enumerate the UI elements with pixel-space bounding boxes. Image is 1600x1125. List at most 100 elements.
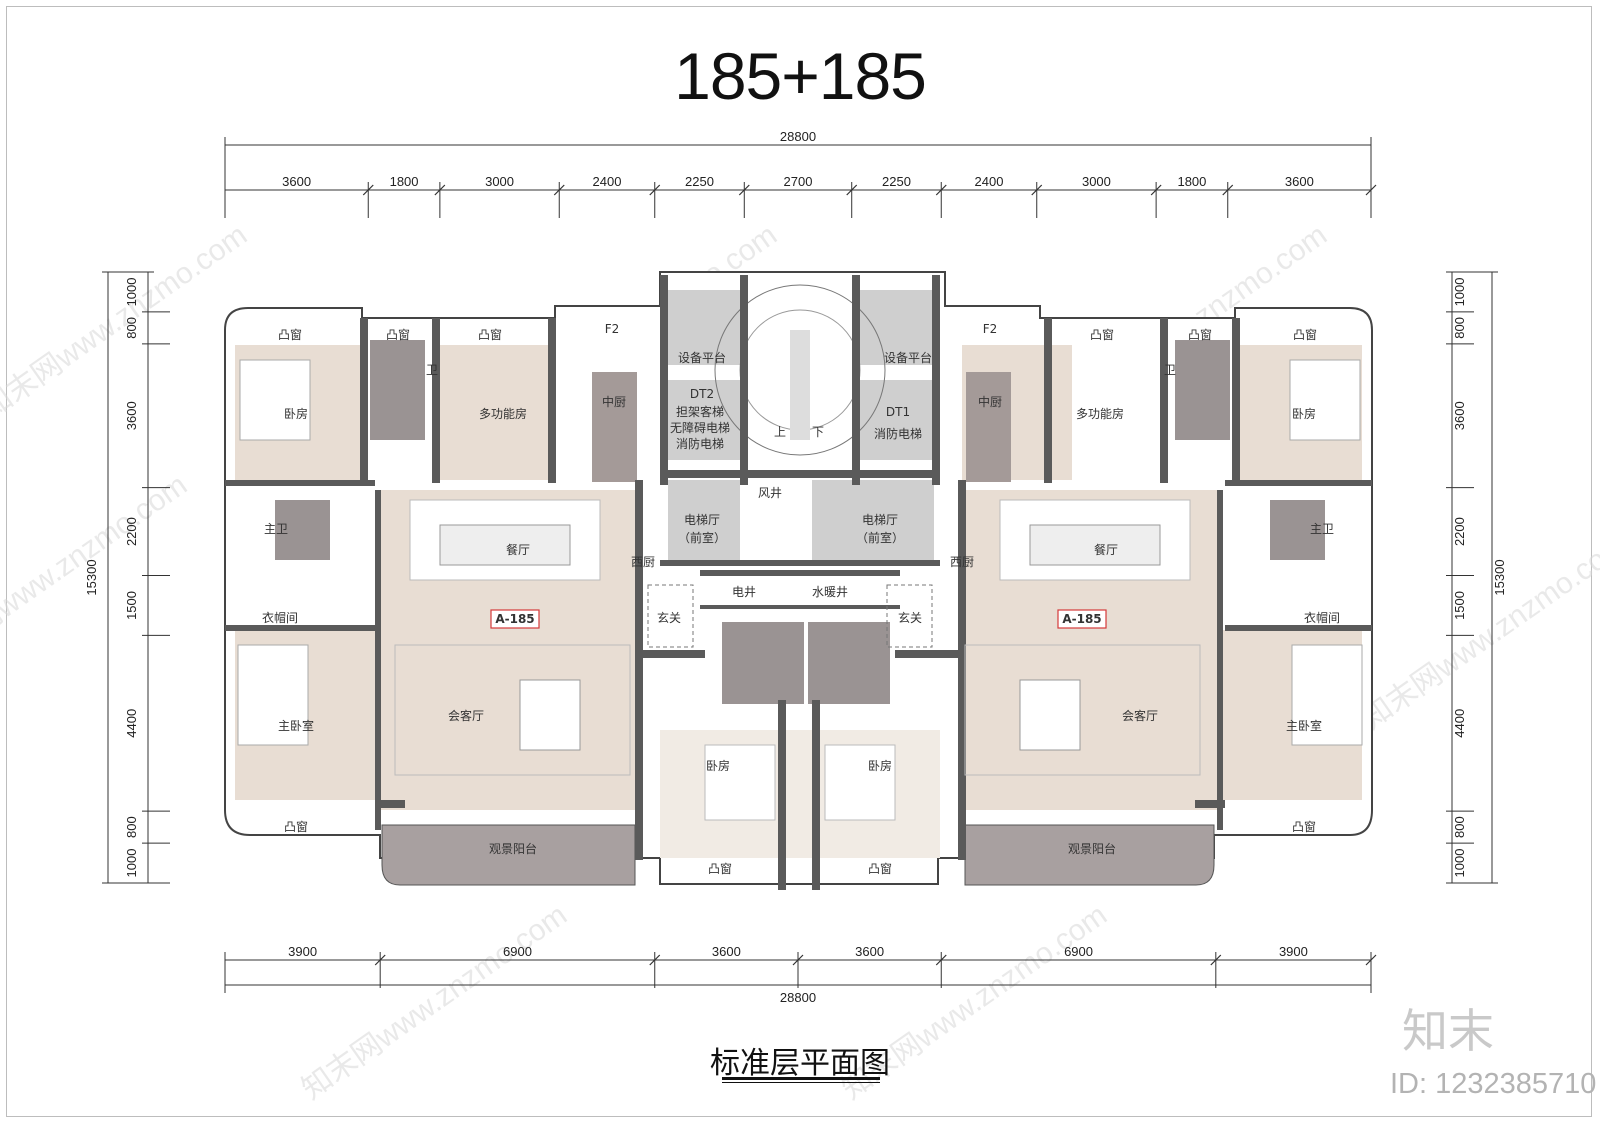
left-front-room-label: （前室）: [678, 530, 726, 545]
right-balcony-label: 观景阳台: [1068, 841, 1116, 856]
right-mid-kitchen-fill: [966, 372, 1011, 482]
bottom-dim-label: 3600: [855, 944, 884, 959]
side-dim-label: 4400: [124, 709, 139, 738]
bottom-total-label: 28800: [780, 990, 816, 1005]
side-dim-label: 4400: [1452, 709, 1467, 738]
bottom-dim-label: 3600: [712, 944, 741, 959]
wall-v: [932, 275, 940, 485]
wall-h: [1225, 625, 1372, 631]
right-mid-kitchen-label: 中厨: [978, 394, 1002, 409]
top-dim-label: 1800: [1177, 174, 1206, 189]
top-dim-slash: [649, 184, 661, 196]
top-dim-slash: [1222, 184, 1234, 196]
top-dim-slash: [738, 184, 750, 196]
side-dim-label: 800: [1452, 317, 1467, 339]
top-dim-slash: [935, 184, 947, 196]
bottom-dim-slash: [792, 954, 804, 966]
wall-h: [1225, 480, 1372, 486]
wall-v: [660, 275, 668, 485]
south-bedrooms-fill: [660, 730, 940, 858]
left-equip-label: 设备平台: [678, 350, 726, 365]
wall-v: [1232, 318, 1240, 483]
wall-v: [852, 275, 860, 485]
stair-well: [790, 330, 810, 440]
side-dim-label: 2200: [124, 517, 139, 546]
top-dim-slash: [1150, 184, 1162, 196]
wall-h: [660, 560, 940, 566]
right-dining-label: 餐厅: [1094, 542, 1118, 557]
south-left-bedroom-label: 卧房: [706, 758, 730, 773]
side-dim-label: 1500: [124, 591, 139, 620]
left-closet-label: 衣帽间: [262, 610, 298, 625]
wall-v: [958, 480, 966, 860]
elec-shaft-label: 电井: [732, 585, 756, 599]
right-living-label: 会客厅: [1122, 708, 1158, 723]
drawing-title: 185+185: [674, 39, 927, 113]
left-south-bay-window: 凸窗: [284, 820, 308, 834]
right-unit-tag-box: [1057, 609, 1107, 629]
left-wc-fill: [370, 340, 425, 440]
south-right-bay-window: 凸窗: [868, 862, 892, 876]
right-master-bed-label: 主卧室: [1286, 718, 1322, 733]
top-dim-slash: [846, 184, 858, 196]
wall-v: [375, 490, 381, 830]
left-lift-hall-label: 电梯厅: [684, 513, 720, 527]
left-foyer-label: 玄关: [657, 610, 681, 625]
wall-h: [700, 605, 900, 609]
equip-platform-right-fill: [860, 290, 935, 365]
wall-v: [740, 275, 748, 485]
lift-dt2-fill: [665, 380, 740, 460]
drawing-subtitle: 标准层平面图: [710, 1046, 890, 1081]
side-dim-label: 3600: [1452, 401, 1467, 430]
top-dim-slash: [553, 184, 565, 196]
dt2-label: DT2: [690, 387, 714, 401]
stair-up-label: 上: [774, 425, 786, 439]
subtitle-underline: [722, 1077, 880, 1080]
side-dim-label: 1000: [1452, 278, 1467, 307]
left-balcony: [381, 824, 636, 886]
wall-h: [895, 650, 960, 658]
right-master-bath-fill: [1270, 500, 1325, 560]
top-dim-label: 1800: [390, 174, 419, 189]
right-f2-label: F2: [983, 322, 998, 336]
south-right-bed: [824, 744, 896, 821]
left-dining-label: 餐厅: [506, 542, 530, 557]
bottom-dim-slash: [935, 954, 947, 966]
right-foyer-label: 玄关: [898, 610, 922, 625]
wall-h: [1195, 800, 1225, 808]
side-dim-label: 1000: [124, 849, 139, 878]
left-mid-kitchen-fill: [592, 372, 637, 482]
side-dim-label: 800: [124, 816, 139, 838]
wall-v: [548, 318, 556, 483]
right-sofa: [1019, 679, 1081, 751]
bottom-dim-slash: [649, 954, 661, 966]
left-f2-label: F2: [605, 322, 620, 336]
brand-logo-text: 知末: [1402, 1004, 1494, 1058]
south-right-bedroom-label: 卧房: [868, 758, 892, 773]
top-dim-slash: [362, 184, 374, 196]
south-left-bed: [704, 744, 776, 821]
wall-v: [778, 700, 786, 890]
left-bay-window-3: 凸窗: [478, 328, 502, 342]
top-dim-label: 2400: [975, 174, 1004, 189]
fire-lift-label: 消防电梯: [874, 426, 922, 441]
subtitle-underline-thin: [722, 1082, 880, 1083]
side-total-label: 15300: [84, 559, 99, 595]
left-unit-tag-box: [490, 609, 540, 629]
wall-h: [700, 570, 900, 576]
wall-v: [1217, 490, 1223, 830]
wall-v: [812, 700, 820, 890]
top-dim-label: 2250: [685, 174, 714, 189]
lift-text-3: 消防电梯: [676, 436, 724, 451]
wall-v: [432, 318, 440, 483]
right-master-bath-label: 主卫: [1310, 522, 1334, 536]
left-dining-table: [439, 524, 571, 566]
wall-h: [660, 470, 940, 478]
left-master-bath-label: 主卫: [264, 522, 288, 536]
wall-v: [1160, 318, 1168, 483]
left-balcony-label: 观景阳台: [489, 841, 537, 856]
left-bay-window-1: 凸窗: [278, 328, 302, 342]
bottom-dim-label: 6900: [1064, 944, 1093, 959]
left-unit-tag: A-185: [495, 612, 534, 626]
